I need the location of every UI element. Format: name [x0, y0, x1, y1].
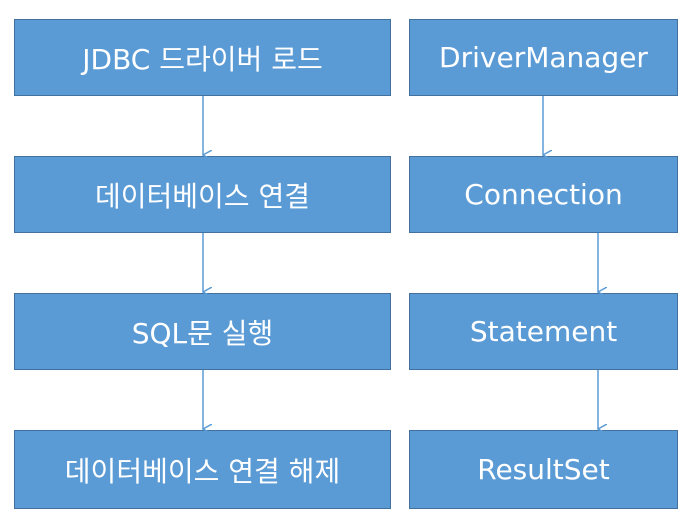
class-result-set-label: ResultSet [477, 453, 610, 486]
class-statement-label: Statement [469, 315, 618, 348]
step-db-disconnect-label: 데이터베이스 연결 해제 [64, 454, 341, 488]
step-load-driver-label: JDBC 드라이버 로드 [82, 42, 323, 76]
step-execute-sql: SQL문 실행 [14, 293, 391, 370]
step-db-connect-label: 데이터베이스 연결 [95, 179, 310, 213]
step-db-disconnect: 데이터베이스 연결 해제 [14, 430, 391, 509]
step-execute-sql-label: SQL문 실행 [131, 316, 274, 350]
step-load-driver: JDBC 드라이버 로드 [14, 19, 391, 96]
class-driver-manager: DriverManager [409, 19, 678, 96]
class-connection-label: Connection [464, 178, 623, 211]
step-db-connect: 데이터베이스 연결 [14, 156, 391, 233]
class-driver-manager-label: DriverManager [439, 41, 648, 74]
class-connection: Connection [409, 156, 678, 233]
class-result-set: ResultSet [409, 430, 678, 509]
class-statement: Statement [409, 293, 678, 370]
